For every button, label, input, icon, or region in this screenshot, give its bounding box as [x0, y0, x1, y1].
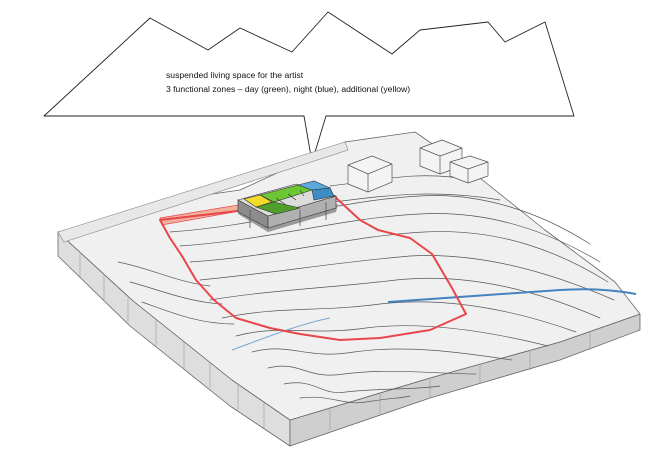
callout-text-line1: suspended living space for the artist: [166, 70, 304, 80]
plot-boundary: [159, 195, 467, 341]
zone-additional: [243, 194, 273, 208]
zone-night-lower: [311, 187, 335, 201]
road-strip: [57, 141, 349, 243]
neighbour-building-1: [347, 155, 393, 193]
house-partitions: [275, 189, 305, 206]
neighbour-building-3: [449, 155, 489, 184]
stream-line: [387, 288, 637, 303]
zone-day-lower: [254, 201, 301, 215]
terrain-model: [57, 131, 641, 447]
terrain-top-surface: [57, 131, 641, 421]
house-supports: [249, 202, 327, 228]
terrain-side-ridges: [79, 252, 591, 430]
callout-text-line2: 3 functional zones – day (green), night …: [166, 84, 410, 94]
suspended-house: [237, 180, 338, 232]
neighbour-buildings: [347, 139, 489, 193]
callout-bubble: [43, 11, 575, 163]
